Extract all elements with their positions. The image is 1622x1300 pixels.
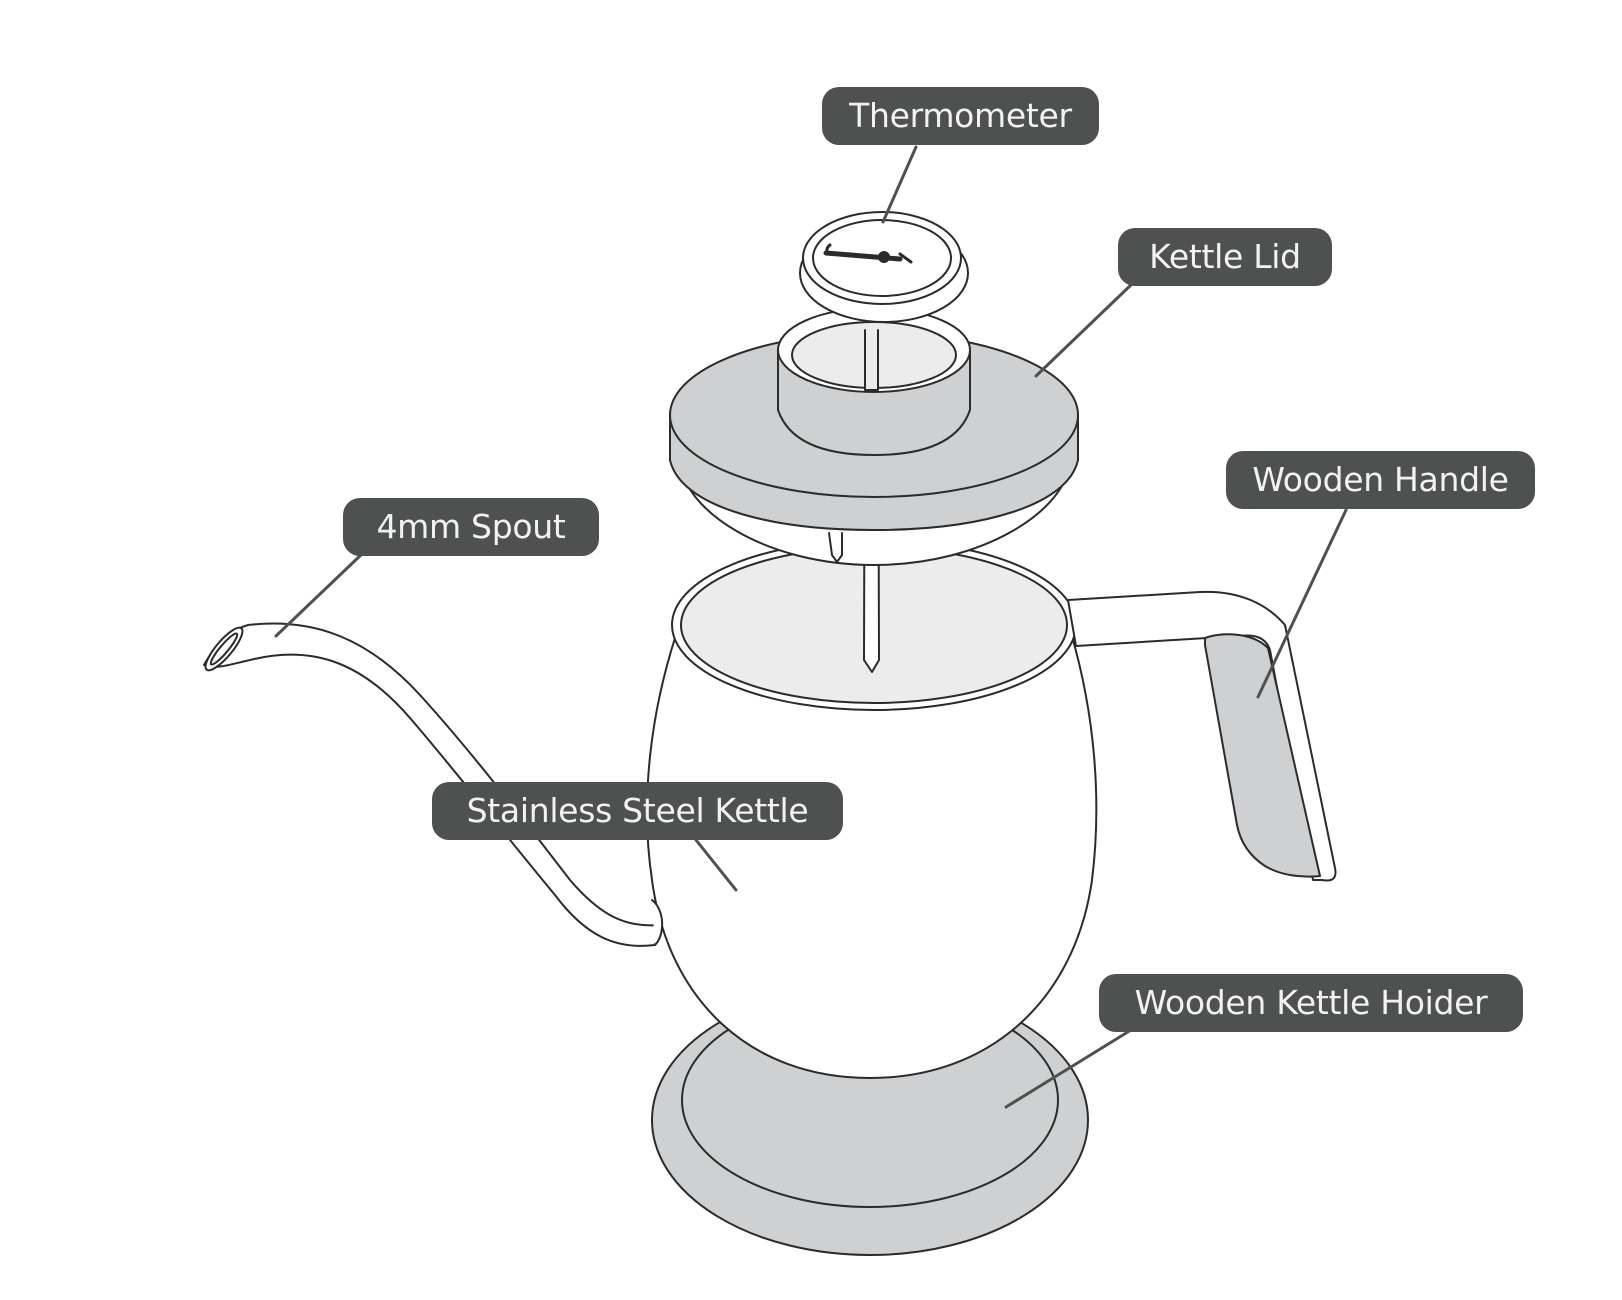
wooden-handle — [1067, 590, 1337, 882]
kettle-lid — [669, 307, 1079, 566]
leader-line-spout — [274, 551, 365, 638]
label-wooden-handle: Wooden Handle — [1226, 451, 1535, 509]
leader-line-wooden-kettle-holder — [1004, 1028, 1133, 1109]
leader-line-thermometer — [881, 145, 918, 224]
label-kettle-lid: Kettle Lid — [1118, 228, 1332, 286]
leader-line-kettle-lid — [1034, 281, 1135, 378]
label-thermometer: Thermometer — [822, 87, 1099, 145]
leader-line-wooden-handle — [1256, 508, 1348, 699]
label-wooden-kettle-holder: Wooden Kettle Hoider — [1099, 974, 1523, 1032]
thermometer-dial — [799, 211, 969, 323]
label-stainless-steel-kettle: Stainless Steel Kettle — [432, 782, 843, 840]
leader-line-stainless-steel-kettle — [686, 828, 738, 892]
label-spout: 4mm Spout — [343, 498, 599, 556]
